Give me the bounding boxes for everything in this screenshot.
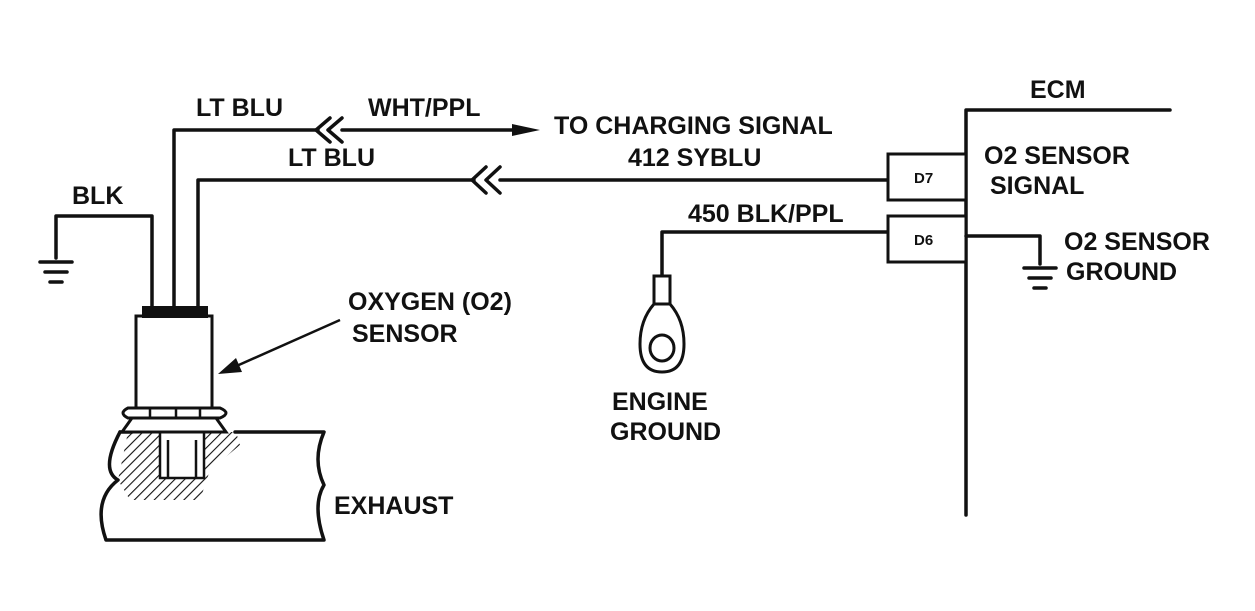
ecm-ground-symbol (1022, 266, 1058, 290)
sensor-wire-blk (54, 214, 154, 308)
sensor-pointer-arrow (218, 318, 341, 374)
sensor-wire-lt-blu-upper (172, 116, 344, 308)
label-pin-d7: D7 (914, 170, 933, 187)
label-exhaust: EXHAUST (334, 492, 453, 520)
label-o2-sensor-signal-2: SIGNAL (990, 172, 1084, 200)
oxygen-sensor-body (119, 306, 229, 434)
connector-d7 (886, 152, 968, 202)
label-engine-ground-2: GROUND (610, 418, 721, 446)
ecm-ground-wire (964, 234, 1042, 266)
label-o2-sensor-signal-1: O2 SENSOR (984, 142, 1130, 170)
ecm-outline (964, 108, 1172, 517)
label-engine-ground-1: ENGINE (612, 388, 708, 416)
engine-ground-terminal (638, 274, 686, 374)
label-ecm: ECM (1030, 76, 1086, 104)
wire-450-blk-ppl (660, 230, 890, 280)
label-lt-blu-lower: LT BLU (288, 144, 375, 172)
connector-d6 (886, 214, 968, 264)
sensor-wire-lt-blu-lower (196, 165, 502, 308)
label-blk: BLK (72, 182, 123, 210)
label-wire-412: 412 SYBLU (628, 144, 761, 172)
label-wire-450: 450 BLK/PPL (688, 200, 844, 228)
label-oxygen-sensor-1: OXYGEN (O2) (348, 288, 512, 316)
label-lt-blu-upper: LT BLU (196, 94, 283, 122)
exhaust-hatching (118, 430, 240, 500)
sensor-ground-symbol (38, 260, 74, 284)
label-wht-ppl: WHT/PPL (368, 94, 481, 122)
label-o2-sensor-ground-1: O2 SENSOR (1064, 228, 1210, 256)
label-oxygen-sensor-2: SENSOR (352, 320, 458, 348)
label-to-charging-signal: TO CHARGING SIGNAL (554, 112, 833, 140)
label-o2-sensor-ground-2: GROUND (1066, 258, 1177, 286)
label-pin-d6: D6 (914, 232, 933, 249)
wire-wht-ppl (340, 124, 540, 136)
